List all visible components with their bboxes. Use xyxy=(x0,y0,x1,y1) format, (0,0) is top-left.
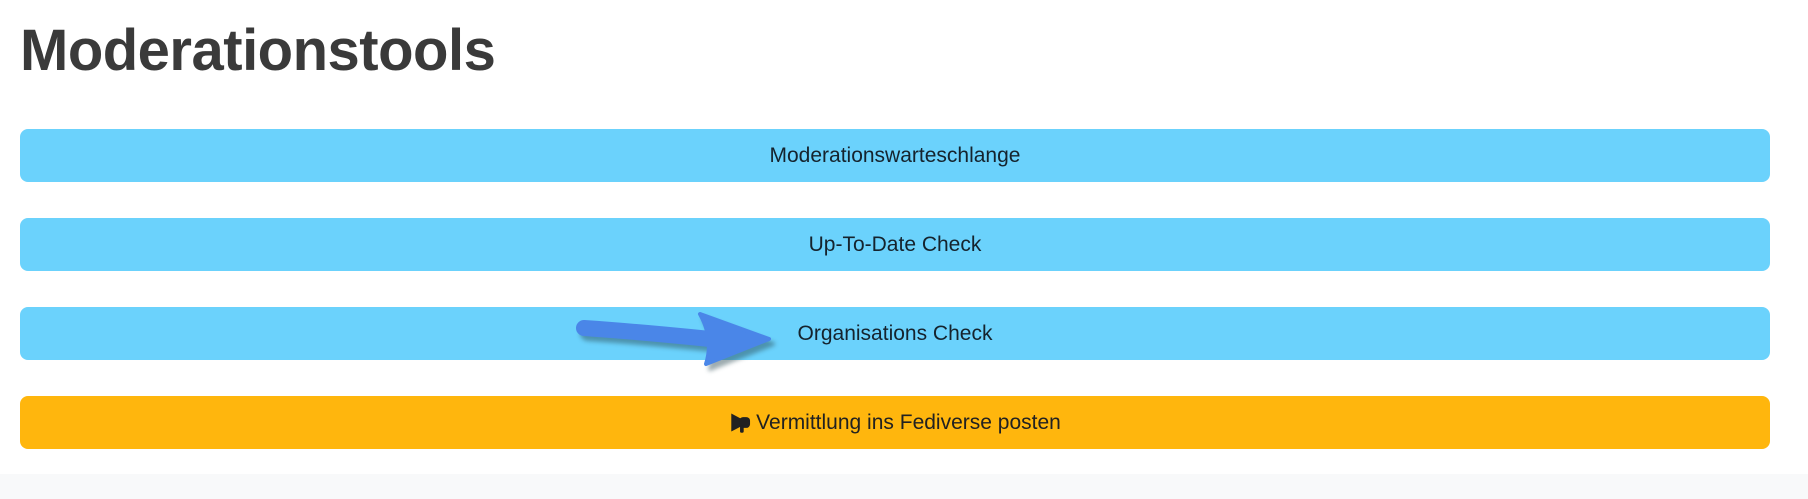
moderation-tools-button-list: Moderationswarteschlange Up-To-Date Chec… xyxy=(20,129,1770,449)
button-vermittlung-fediverse-posten[interactable]: Vermittlung ins Fediverse posten xyxy=(20,396,1770,449)
page: Moderationstools Moderationswarteschlang… xyxy=(0,12,1808,499)
button-moderationswarteschlange[interactable]: Moderationswarteschlange xyxy=(20,129,1770,182)
megaphone-icon xyxy=(729,410,754,435)
button-label: Vermittlung ins Fediverse posten xyxy=(756,410,1061,434)
page-title: Moderationstools xyxy=(20,18,496,83)
button-organisations-check[interactable]: Organisations Check xyxy=(20,307,1770,360)
button-up-to-date-check[interactable]: Up-To-Date Check xyxy=(20,218,1770,271)
